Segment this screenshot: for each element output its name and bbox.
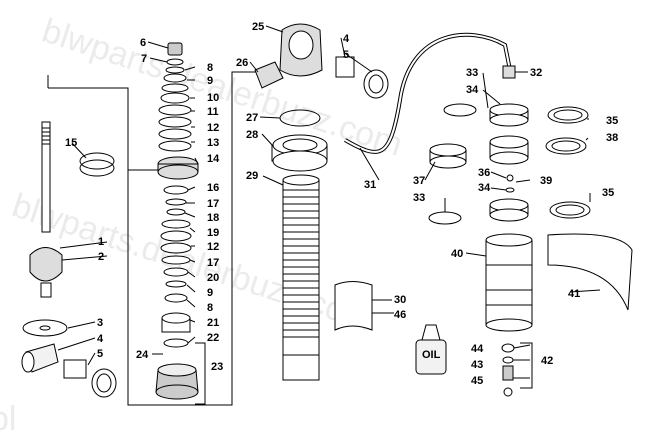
callout-44: 44 — [471, 343, 484, 355]
callout-4-right: 4 — [343, 33, 350, 45]
callout-31: 31 — [364, 179, 376, 191]
snap-ring-33-bottom — [428, 211, 462, 225]
callout-1: 1 — [98, 236, 104, 248]
callout-30: 30 — [394, 294, 406, 306]
callout-43: 43 — [471, 359, 483, 371]
cover-41 — [547, 233, 633, 311]
body-tube-29 — [282, 179, 320, 381]
callout-9-bottom: 9 — [207, 287, 213, 299]
callout-24: 24 — [136, 349, 149, 361]
callout-26: 26 — [236, 57, 248, 69]
callout-35-bottom: 35 — [602, 187, 614, 199]
shaft-assembly — [21, 75, 117, 398]
callout-41: 41 — [568, 288, 580, 300]
callout-39: 39 — [540, 175, 552, 187]
callout-38: 38 — [606, 132, 618, 144]
shaft-rod — [41, 121, 51, 233]
shaft-end — [40, 282, 52, 298]
callout-15: 15 — [65, 137, 77, 149]
shaft-eye-body — [29, 247, 63, 282]
callout-42: 42 — [541, 355, 553, 367]
callout-20: 20 — [207, 272, 219, 284]
callout-22: 22 — [207, 332, 219, 344]
callout-23: 23 — [211, 361, 223, 373]
leader-lines — [57, 25, 601, 379]
callout-32: 32 — [530, 67, 542, 79]
fitting-32 — [502, 65, 516, 79]
callout-36: 36 — [478, 167, 490, 179]
ring-15 — [79, 152, 115, 170]
valve-stack — [155, 42, 199, 400]
callout-13: 13 — [207, 137, 219, 149]
callout-37: 37 — [413, 175, 425, 187]
callout-6: 6 — [140, 37, 146, 49]
spacer-5-left — [63, 359, 87, 379]
callout-8-bottom: 8 — [207, 302, 213, 314]
callout-33-bottom: 33 — [413, 192, 425, 204]
callout-19: 19 — [207, 227, 219, 239]
callout-45: 45 — [471, 375, 483, 387]
callout-40: 40 — [451, 248, 463, 260]
watermark-bottom: bl — [0, 400, 16, 436]
callout-12-top: 12 — [207, 122, 219, 134]
callout-33-top: 33 — [466, 67, 478, 79]
callout-21: 21 — [207, 317, 219, 329]
callout-35-top: 35 — [606, 115, 618, 127]
callout-27: 27 — [246, 112, 258, 124]
callout-25: 25 — [252, 21, 264, 33]
fitting-26 — [254, 61, 284, 89]
callout-labels: 1 2 3 4 5 6 7 8 9 10 11 12 13 14 15 16 1… — [65, 21, 618, 387]
callout-34-bottom: 34 — [478, 182, 491, 194]
callout-34-top: 34 — [466, 84, 479, 96]
callout-17-top: 17 — [207, 198, 219, 210]
callout-17-bottom: 17 — [207, 257, 219, 269]
callout-10: 10 — [207, 92, 219, 104]
reservoir-40 — [485, 239, 533, 326]
callout-11: 11 — [207, 106, 219, 118]
callout-28: 28 — [246, 129, 258, 141]
callout-46: 46 — [394, 309, 406, 321]
callout-4-left: 4 — [97, 333, 104, 345]
strap-30 — [334, 281, 373, 331]
reservoir-assembly — [428, 103, 633, 397]
watermark-middle: blwparts.dealerbuzz.com — [8, 186, 377, 338]
oil-bottle-label: OIL — [422, 349, 441, 361]
callout-12-bottom: 12 — [207, 241, 219, 253]
callout-3: 3 — [97, 317, 103, 329]
shock-body: OIL — [254, 23, 447, 381]
snap-ring-33-top — [443, 103, 477, 117]
callout-16: 16 — [207, 182, 219, 194]
callout-14: 14 — [207, 153, 220, 165]
callout-5-left: 5 — [97, 348, 103, 360]
callout-29: 29 — [246, 170, 258, 182]
callout-5-right: 5 — [343, 49, 349, 61]
callout-7: 7 — [141, 53, 147, 65]
callout-2: 2 — [98, 251, 104, 263]
callout-9-top: 9 — [207, 75, 213, 87]
callout-18: 18 — [207, 212, 219, 224]
callout-8-top: 8 — [207, 62, 213, 74]
